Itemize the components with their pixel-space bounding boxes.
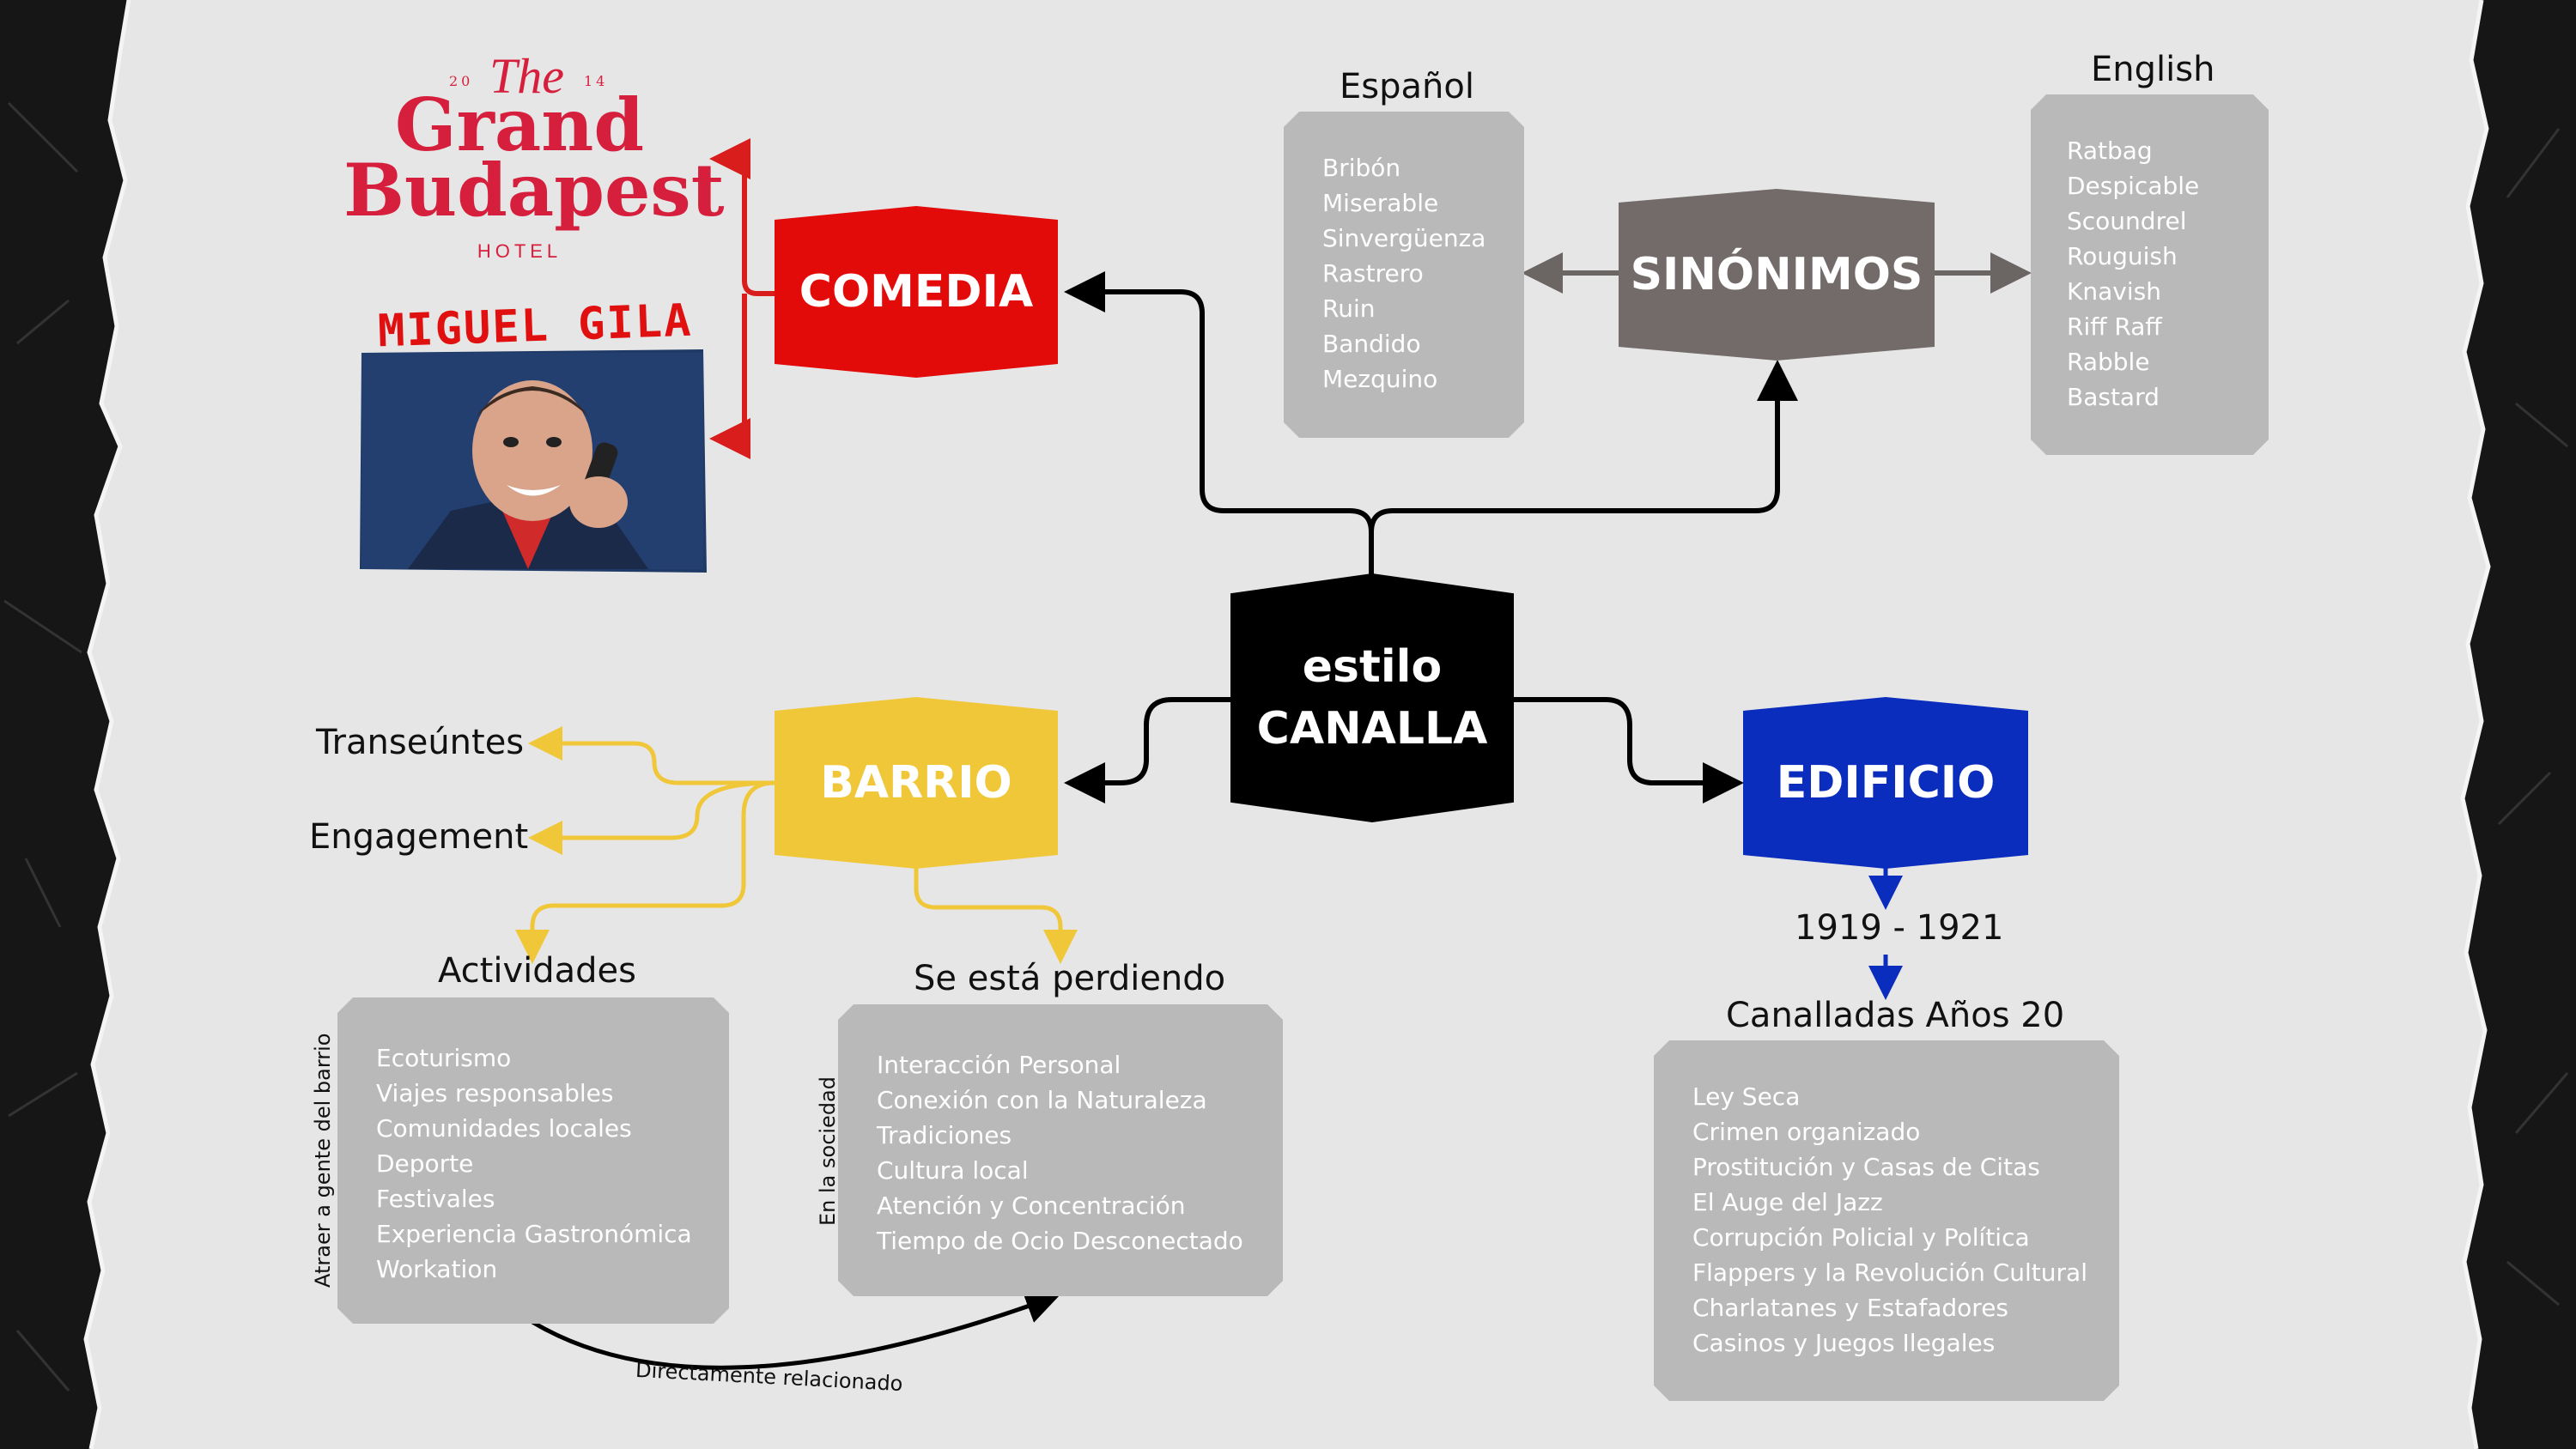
logo-year-left: 20 [449, 73, 474, 89]
english-panel: Ratbag Despicable Scoundrel Rouguish Kna… [2031, 94, 2269, 455]
canalladas-item: Ley Seca [1692, 1082, 1801, 1111]
spanish-item: Miserable [1322, 189, 1439, 217]
node-sinonimos-label: SINÓNIMOS [1630, 249, 1923, 300]
actividades-item: Festivales [376, 1185, 495, 1213]
connector-comedia-photo [709, 294, 750, 459]
miguel-gila-photo [360, 349, 707, 573]
english-item: Bastard [2067, 383, 2160, 411]
perdiendo-item: Conexión con la Naturaleza [877, 1086, 1207, 1114]
node-edificio-label: EDIFICIO [1776, 757, 1996, 809]
spanish-item: Ruin [1322, 294, 1376, 323]
node-center-line1: estilo [1302, 641, 1443, 693]
canalladas-item: El Auge del Jazz [1692, 1188, 1883, 1216]
connector-barrio-transeuntes [528, 726, 775, 785]
node-edificio: EDIFICIO [1743, 697, 2028, 869]
grand-budapest-logo: 20 The 14 Grand Budapest HOTEL [343, 47, 725, 270]
perdiendo-item: Tradiciones [877, 1121, 1012, 1149]
node-comedia-label: COMEDIA [799, 266, 1034, 318]
connector-center-barrio [1064, 697, 1230, 803]
english-item: Riff Raff [2067, 312, 2162, 341]
spanish-panel: Bribón Miserable Sinvergüenza Rastrero R… [1284, 112, 1524, 438]
node-barrio-label: BARRIO [820, 757, 1012, 809]
spanish-item: Bandido [1322, 330, 1421, 358]
torn-paper-edge-left [0, 0, 131, 1449]
canalladas-panel: Ley Seca Crimen organizado Prostitución … [1654, 1040, 2119, 1401]
engagement-label: Engagement [309, 817, 529, 857]
canalladas-item: Flappers y la Revolución Cultural [1692, 1258, 2087, 1287]
node-comedia: COMEDIA [775, 206, 1058, 378]
perdiendo-item: Cultura local [877, 1156, 1029, 1185]
perdiendo-item: Tiempo de Ocio Desconectado [877, 1227, 1243, 1255]
perdiendo-panel: Interacción Personal Conexión con la Nat… [838, 1004, 1283, 1296]
english-item: Ratbag [2067, 136, 2153, 165]
actividades-item: Deporte [376, 1149, 474, 1178]
node-sinonimos: SINÓNIMOS [1619, 189, 1935, 361]
node-center-line2: CANALLA [1256, 703, 1488, 755]
torn-paper-edge-right [2460, 0, 2576, 1449]
actividades-item: Experiencia Gastronómica [376, 1220, 692, 1248]
canalladas-item: Crimen organizado [1692, 1118, 1921, 1146]
logo-grand: Grand [394, 82, 645, 167]
transeuntes-label: Transeúntes [316, 723, 525, 762]
perdiendo-side-label: En la sociedad [816, 1076, 840, 1226]
relation-curve-arrow [531, 1290, 1060, 1370]
actividades-panel: Ecoturismo Viajes responsables Comunidad… [337, 997, 729, 1324]
node-center: estilo CANALLA [1230, 573, 1514, 822]
actividades-item: Comunidades locales [376, 1114, 632, 1143]
actividades-item: Ecoturismo [376, 1044, 512, 1072]
canalladas-item: Corrupción Policial y Política [1692, 1223, 2030, 1252]
connector-barrio-actividades [515, 780, 775, 964]
connector-barrio-engagement [528, 780, 775, 855]
spanish-item: Mezquino [1322, 365, 1438, 393]
spanish-title: Español [1340, 67, 1474, 106]
spanish-item: Rastrero [1322, 259, 1424, 288]
connector-center-edificio [1513, 697, 1744, 803]
actividades-item: Workation [376, 1255, 498, 1283]
canalladas-title: Canalladas Años 20 [1726, 996, 2065, 1035]
english-item: Rabble [2067, 348, 2150, 376]
actividades-item: Viajes responsables [376, 1079, 614, 1107]
perdiendo-title: Se está perdiendo [914, 959, 1226, 998]
perdiendo-item: Atención y Concentración [877, 1191, 1186, 1220]
english-item: Rouguish [2067, 242, 2178, 270]
photo-caption: MIGUEL GILA [377, 294, 694, 358]
connector-center-sinonimos [1369, 360, 1798, 533]
english-item: Scoundrel [2067, 207, 2187, 235]
english-item: Knavish [2067, 277, 2161, 306]
node-barrio: BARRIO [775, 697, 1058, 869]
logo-year-right: 14 [584, 73, 609, 89]
logo-budapest: Budapest [343, 148, 725, 233]
connector-center-comedia [1064, 271, 1374, 577]
years-label: 1919 - 1921 [1795, 908, 2004, 948]
canalladas-item: Prostitución y Casas de Citas [1692, 1153, 2040, 1181]
english-title: English [2091, 50, 2215, 89]
spanish-item: Bribón [1322, 154, 1401, 182]
logo-the: The [489, 48, 564, 104]
english-item: Despicable [2067, 172, 2200, 200]
canalladas-item: Charlatanes y Estafadores [1692, 1294, 2009, 1322]
actividades-title: Actividades [438, 951, 636, 991]
spanish-item: Sinvergüenza [1322, 224, 1486, 252]
connector-barrio-perdiendo [914, 863, 1078, 964]
connector-comedia-logo [709, 138, 775, 296]
actividades-side-label: Atraer a gente del barrio [311, 1033, 335, 1288]
perdiendo-item: Interacción Personal [877, 1051, 1121, 1079]
canalladas-item: Casinos y Juegos Ilegales [1692, 1329, 1996, 1357]
logo-hotel: HOTEL [477, 240, 562, 262]
